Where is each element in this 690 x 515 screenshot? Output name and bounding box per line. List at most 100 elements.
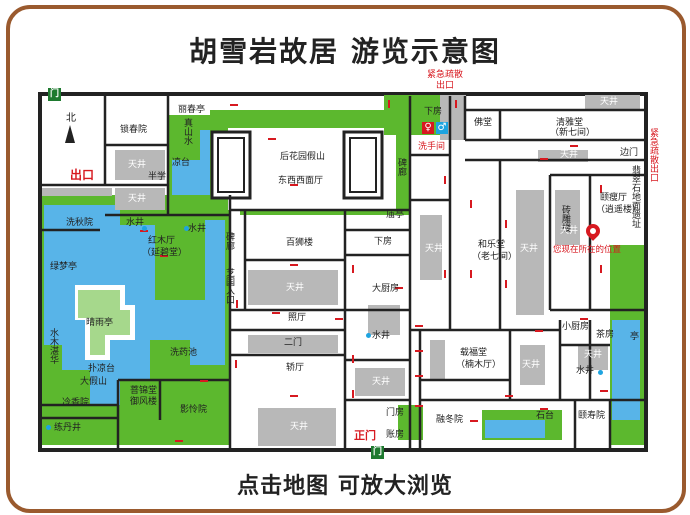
gate-icon: 门	[371, 446, 384, 459]
roof-ermen	[248, 335, 338, 353]
exit-marker[interactable]: 出口	[70, 168, 95, 182]
label-tianjing-6[interactable]: 天井	[425, 244, 444, 254]
label-tianjing-10[interactable]: 天井	[560, 226, 579, 236]
label-xiangaoyuan[interactable]: 颐寿院	[578, 411, 606, 421]
label-dongxixihuating[interactable]: 东西西面厅	[278, 176, 324, 186]
washroom-icon: ♀	[422, 122, 434, 134]
label-zaifutang[interactable]: 载福堂	[460, 348, 488, 358]
island-greenery	[78, 290, 130, 355]
roof-tianjing-west	[42, 188, 112, 196]
label-xinqijian: （新七间）	[550, 128, 596, 138]
north-arrow-icon	[65, 125, 75, 143]
label-zhuandiaolou[interactable]: 砖雕楼	[560, 205, 570, 232]
roof-tianjing-12	[578, 345, 608, 370]
label-ting[interactable]: 亭	[630, 332, 640, 342]
roof-tianjing-11	[520, 345, 545, 385]
roof-tianjing-10	[585, 95, 640, 109]
label-lizhenting[interactable]: 丽春亭	[178, 105, 206, 115]
washroom-label[interactable]: 洗手间	[418, 142, 446, 152]
roof-menfang-yard	[430, 340, 445, 380]
label-laoqijian: （老七间）	[472, 252, 518, 262]
label-chafang[interactable]: 茶房	[596, 330, 615, 340]
label-miaoting[interactable]: 庙亭	[386, 210, 405, 220]
emergency-exit-top[interactable]: 紧急疏散出口	[426, 70, 463, 91]
roof-tianjing-4	[258, 408, 336, 446]
well-icon	[46, 425, 51, 430]
main-gate-marker[interactable]: 正门	[354, 429, 376, 442]
label-tianjing-3[interactable]: 天井	[286, 283, 305, 293]
label-hongmuting[interactable]: 红木厅	[148, 236, 176, 246]
well-icon	[142, 226, 147, 231]
label-zhenshanshui[interactable]: 真山水	[182, 118, 192, 145]
label-beilang-2[interactable]: 碑廊	[396, 158, 406, 176]
label-zhaoting[interactable]: 照厅	[288, 313, 307, 323]
label-zhiyuanrukou[interactable]: 芝园入口	[224, 268, 234, 304]
you-are-here-label: 您现在所在的位置	[553, 245, 622, 255]
page-title: 胡雪岩故居 游览示意图	[189, 35, 501, 68]
well-icon	[184, 226, 189, 231]
roof-tianjing-2	[115, 188, 165, 210]
label-shuijing-1[interactable]: 水井	[126, 218, 145, 228]
label-yufenglou[interactable]: 御风楼	[130, 397, 158, 407]
label-dachufang[interactable]: 大厨房	[372, 284, 400, 294]
label-xiaoyaolou: （逍遥楼）	[596, 205, 642, 215]
label-tianjing-9[interactable]: 天井	[600, 97, 619, 107]
label-yanbitang: （延碧堂）	[142, 248, 188, 258]
label-qingyuting[interactable]: 晴雨亭	[86, 318, 114, 328]
label-banhai[interactable]: 半学	[148, 172, 167, 182]
label-lvmengting[interactable]: 绿梦亭	[50, 262, 78, 272]
label-beilang-1[interactable]: 碑廊	[224, 232, 234, 250]
label-xiangxianglou[interactable]: 菩锦堂	[130, 386, 158, 396]
gate-icon: 门	[48, 88, 61, 101]
label-shuimuhuanhua[interactable]: 水木湛华	[48, 328, 58, 364]
label-tianjing-7[interactable]: 天井	[520, 244, 539, 254]
label-shuijing-3[interactable]: 水井	[372, 331, 391, 341]
label-shitai[interactable]: 石台	[536, 411, 555, 421]
garden-pond-west	[217, 137, 245, 193]
label-zhidongyuan[interactable]: 融冬院	[436, 415, 464, 425]
route-arrows	[140, 100, 608, 442]
label-feicuishi[interactable]: 翡翠石地面遗址	[630, 165, 640, 228]
label-dajiashan[interactable]: 大假山	[80, 377, 108, 387]
label-xiafang-2[interactable]: 下房	[424, 107, 443, 117]
label-tianjing-4[interactable]: 天井	[290, 422, 309, 432]
label-xiaqiuyuan[interactable]: 洗秋院	[66, 218, 94, 228]
label-jiaoting[interactable]: 轿厅	[286, 363, 305, 373]
label-tianjing-11[interactable]: 天井	[522, 360, 541, 370]
east-pond	[612, 320, 640, 420]
emergency-exit-right[interactable]: 紧急疏散出口	[648, 128, 658, 182]
label-xiafang-1[interactable]: 下房	[374, 237, 393, 247]
label-menfang[interactable]: 门房	[386, 408, 405, 418]
label-qingyatang[interactable]: 清雅堂	[556, 118, 584, 128]
label-tianjing-2[interactable]: 天井	[128, 194, 147, 204]
label-lianyujing[interactable]: 练丹井	[54, 423, 82, 433]
label-suochunyuan[interactable]: 锁春院	[120, 125, 148, 135]
label-xiaochufang[interactable]: 小厨房	[562, 322, 590, 332]
label-tianjing-12[interactable]: 天井	[584, 350, 603, 360]
label-zhangfang[interactable]: 账房	[386, 430, 405, 440]
label-houhuayuan[interactable]: 后花园假山	[280, 152, 326, 162]
label-lengxiangyuan[interactable]: 冷香院	[62, 398, 90, 408]
compass-north: 北	[66, 113, 76, 124]
bottom-caption[interactable]: 点击地图 可放大浏览	[237, 473, 453, 499]
roof-tianjing-3	[248, 270, 338, 305]
label-heletang[interactable]: 和乐堂	[478, 240, 506, 250]
washroom-icon: ♂	[436, 122, 448, 134]
label-biannmen[interactable]: 边门	[620, 148, 639, 158]
label-fuxitang[interactable]: 佛堂	[474, 118, 493, 128]
label-yingyiyuan[interactable]: 影怜院	[180, 405, 208, 415]
label-baishoulou[interactable]: 百狮楼	[286, 238, 314, 248]
roof-tianjing-5	[355, 368, 405, 396]
label-shuijing-4[interactable]: 水井	[576, 366, 595, 376]
label-ermen[interactable]: 二门	[284, 338, 303, 348]
label-tianjing-8[interactable]: 天井	[560, 150, 579, 160]
label-puliangtai[interactable]: 扑凉台	[88, 364, 116, 374]
label-shuijing-2[interactable]: 水井	[188, 224, 207, 234]
label-liangtai[interactable]: 凉台	[172, 158, 191, 168]
label-tianjing-5[interactable]: 天井	[372, 377, 391, 387]
label-tianjing-1[interactable]: 天井	[128, 160, 147, 170]
label-yuanjuting[interactable]: 颐瘦厅	[600, 193, 628, 203]
well-icon	[366, 333, 371, 338]
label-xiyaochi[interactable]: 洗药池	[170, 348, 198, 358]
